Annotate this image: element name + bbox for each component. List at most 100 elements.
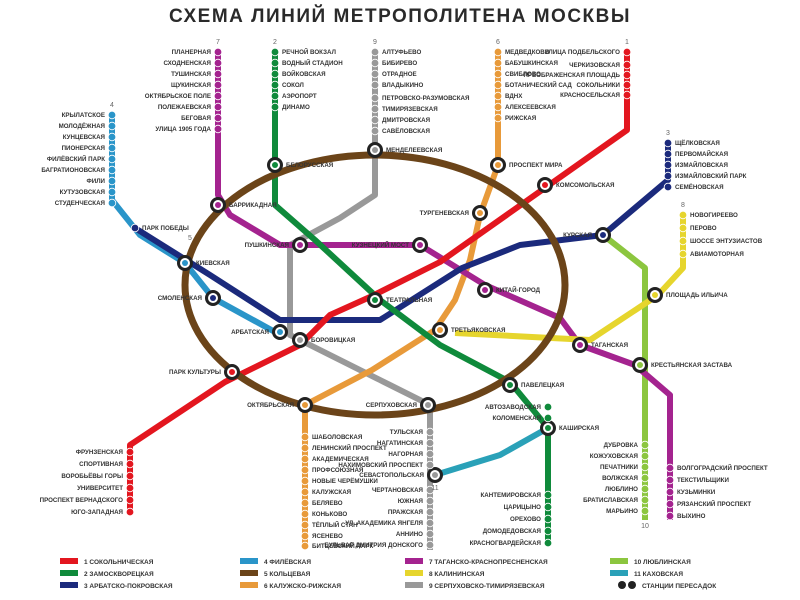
station-dot[interactable] xyxy=(543,526,553,536)
station-dot[interactable] xyxy=(370,104,380,114)
transfer-node[interactable] xyxy=(292,332,308,348)
station-dot[interactable] xyxy=(665,511,675,521)
transfer-node[interactable] xyxy=(472,205,488,221)
station-dot[interactable] xyxy=(665,475,675,485)
transfer-node[interactable] xyxy=(367,142,383,158)
station-dot[interactable] xyxy=(425,427,435,437)
station-dot[interactable] xyxy=(107,121,117,131)
transfer-node[interactable] xyxy=(177,255,193,271)
station-dot[interactable] xyxy=(270,69,280,79)
transfer-node[interactable] xyxy=(292,237,308,253)
station-dot[interactable] xyxy=(678,223,688,233)
station-dot[interactable] xyxy=(493,113,503,123)
station-dot[interactable] xyxy=(663,171,673,181)
transfer-node[interactable] xyxy=(205,290,221,306)
station-dot[interactable] xyxy=(493,58,503,68)
transfer-node[interactable] xyxy=(502,377,518,393)
station-dot[interactable] xyxy=(213,91,223,101)
station-dot[interactable] xyxy=(425,507,435,517)
station-dot[interactable] xyxy=(107,187,117,197)
station-dot[interactable] xyxy=(425,449,435,459)
station-dot[interactable] xyxy=(270,80,280,90)
transfer-node[interactable] xyxy=(537,177,553,193)
station-dot[interactable] xyxy=(300,487,310,497)
transfer-node[interactable] xyxy=(595,227,611,243)
station-dot[interactable] xyxy=(270,47,280,57)
station-dot[interactable] xyxy=(543,402,553,412)
station-dot[interactable] xyxy=(300,476,310,486)
station-dot[interactable] xyxy=(213,47,223,57)
station-dot[interactable] xyxy=(543,514,553,524)
station-dot[interactable] xyxy=(370,93,380,103)
transfer-node[interactable] xyxy=(540,420,556,436)
station-dot[interactable] xyxy=(425,438,435,448)
transfer-node[interactable] xyxy=(427,467,443,483)
station-dot[interactable] xyxy=(300,509,310,519)
station-dot[interactable] xyxy=(640,451,650,461)
station-dot[interactable] xyxy=(370,47,380,57)
station-dot[interactable] xyxy=(493,69,503,79)
station-dot[interactable] xyxy=(543,502,553,512)
station-dot[interactable] xyxy=(300,531,310,541)
station-dot[interactable] xyxy=(107,198,117,208)
transfer-node[interactable] xyxy=(572,337,588,353)
transfer-node[interactable] xyxy=(432,322,448,338)
station-dot[interactable] xyxy=(663,160,673,170)
station-dot[interactable] xyxy=(370,58,380,68)
station-dot[interactable] xyxy=(300,443,310,453)
station-dot[interactable] xyxy=(370,126,380,136)
station-dot[interactable] xyxy=(107,154,117,164)
station-dot[interactable] xyxy=(622,90,632,100)
station-dot[interactable] xyxy=(213,124,223,134)
station-dot[interactable] xyxy=(125,471,135,481)
station-dot[interactable] xyxy=(425,540,435,550)
station-dot[interactable] xyxy=(425,460,435,470)
station-dot[interactable] xyxy=(665,463,675,473)
transfer-node[interactable] xyxy=(490,157,506,173)
station-dot[interactable] xyxy=(640,484,650,494)
station-dot[interactable] xyxy=(125,459,135,469)
transfer-node[interactable] xyxy=(412,237,428,253)
station-dot[interactable] xyxy=(107,132,117,142)
transfer-node[interactable] xyxy=(210,197,226,213)
station-dot[interactable] xyxy=(640,462,650,472)
station-dot[interactable] xyxy=(665,487,675,497)
station-dot[interactable] xyxy=(300,498,310,508)
station-dot[interactable] xyxy=(640,495,650,505)
station-dot[interactable] xyxy=(543,413,553,423)
station-dot[interactable] xyxy=(493,102,503,112)
transfer-node[interactable] xyxy=(267,157,283,173)
station-dot[interactable] xyxy=(493,91,503,101)
transfer-node[interactable] xyxy=(420,397,436,413)
station-dot[interactable] xyxy=(425,518,435,528)
station-dot[interactable] xyxy=(213,102,223,112)
station-dot[interactable] xyxy=(678,249,688,259)
station-dot[interactable] xyxy=(425,529,435,539)
station-dot[interactable] xyxy=(130,223,140,233)
station-dot[interactable] xyxy=(663,182,673,192)
station-dot[interactable] xyxy=(270,91,280,101)
station-dot[interactable] xyxy=(300,465,310,475)
transfer-node[interactable] xyxy=(297,397,313,413)
transfer-node[interactable] xyxy=(477,282,493,298)
station-dot[interactable] xyxy=(125,483,135,493)
transfer-node[interactable] xyxy=(367,292,383,308)
station-dot[interactable] xyxy=(270,102,280,112)
station-dot[interactable] xyxy=(622,60,632,70)
station-dot[interactable] xyxy=(300,541,310,551)
station-dot[interactable] xyxy=(543,490,553,500)
station-dot[interactable] xyxy=(640,506,650,516)
station-dot[interactable] xyxy=(370,80,380,90)
station-dot[interactable] xyxy=(663,138,673,148)
station-dot[interactable] xyxy=(270,58,280,68)
transfer-node[interactable] xyxy=(632,357,648,373)
station-dot[interactable] xyxy=(107,165,117,175)
station-dot[interactable] xyxy=(213,80,223,90)
station-dot[interactable] xyxy=(665,499,675,509)
station-dot[interactable] xyxy=(493,47,503,57)
station-dot[interactable] xyxy=(678,210,688,220)
station-dot[interactable] xyxy=(213,69,223,79)
transfer-node[interactable] xyxy=(272,324,288,340)
station-dot[interactable] xyxy=(425,496,435,506)
station-dot[interactable] xyxy=(125,495,135,505)
